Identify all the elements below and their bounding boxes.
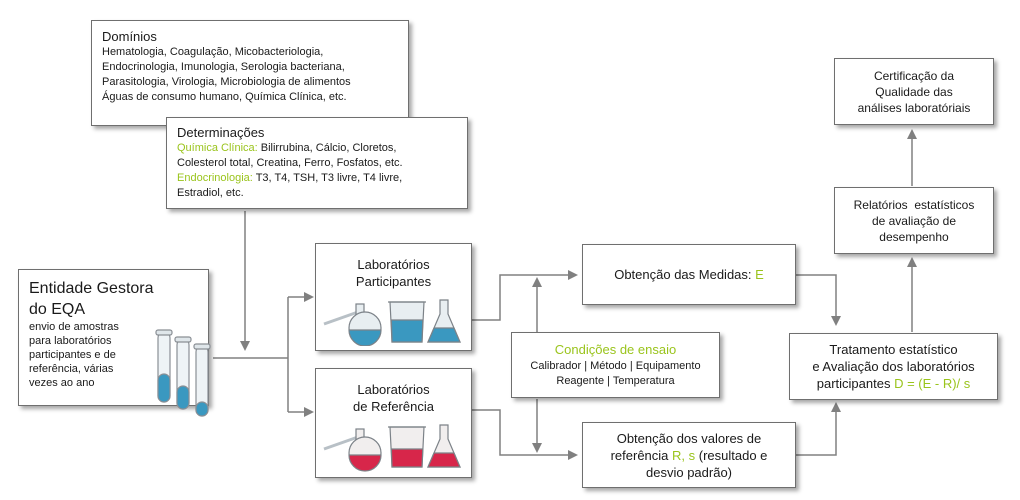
dominios-line: Endocrinologia, Imunologia, Serologia ba… [102, 61, 345, 73]
laboratorios-referencia-box: Laboratórios de Referência [315, 368, 472, 478]
medidas-text: Obtenção das Medidas: [614, 267, 756, 282]
entidade-line: envio de amostras [29, 321, 119, 333]
condicoes-ensaio-box: Condições de ensaio Calibrador | Método … [511, 332, 720, 398]
dominios-line: Hematologia, Coagulação, Micobacteriolog… [102, 46, 324, 58]
dominios-line: Parasitologia, Virologia, Microbiologia … [102, 76, 351, 88]
arrow-referencia-valores [472, 409, 578, 460]
glassware-blue-icon [323, 299, 461, 346]
tratamento-line1: Tratamento estatístico [829, 342, 958, 357]
referencia-title: Laboratórios [357, 382, 430, 397]
referencia-title-2: de Referência [353, 399, 434, 414]
valores-line3: desvio padrão) [646, 464, 732, 480]
relatorios-line: desempenho [879, 229, 949, 244]
entidade-title: Entidade Gestora [29, 280, 154, 297]
valores-line2a: referência [610, 447, 673, 463]
certificacao-box: Certificação da Qualidade das análises l… [834, 58, 994, 125]
entidade-line: vezes ao ano [29, 377, 95, 389]
tratamento-line3a: participantes [816, 376, 895, 391]
tratamento-estatistico-box: Tratamento estatístico e Avaliação dos l… [789, 333, 998, 400]
glassware-red-icon [323, 424, 461, 472]
participantes-title-2: Participantes [355, 274, 432, 289]
tratamento-formula: D = (E - R)/ s [894, 376, 971, 391]
relatorios-box: Relatórios estatísticos de avaliação de … [834, 187, 994, 254]
arrow-medidas-tratamento [796, 274, 841, 326]
condicoes-line1: Calibrador | Método | Equipamento [530, 360, 701, 372]
dominios-title: Domínios [102, 29, 157, 44]
determinacoes-box: Determinações Química Clínica: Bilirrubi… [166, 117, 468, 209]
condicoes-title: Condições de ensaio [554, 342, 677, 357]
medidas-var: E [755, 267, 764, 282]
entidade-line: referência, várias [29, 363, 114, 375]
dominios-box: Domínios Hematologia, Coagulação, Micoba… [91, 20, 409, 126]
obtencao-valores-referencia-box: Obtenção dos valores de referência R, s … [582, 422, 796, 488]
dominios-line: Águas de consumo humano, Química Clínica… [102, 91, 347, 103]
entidade-title-2: do EQA [29, 301, 86, 318]
endocrinologia-line2: Estradiol, etc. [177, 187, 244, 199]
quimica-clinica-text: Bilirrubina, Cálcio, Cloretos, [257, 142, 397, 154]
arrow-valores-tratamento [796, 402, 841, 456]
certificacao-line: análises laboratóriais [857, 100, 971, 115]
tratamento-line2: e Avaliação dos laboratórios [812, 359, 975, 374]
entidade-gestora-box: Entidade Gestora do EQA envio de amostra… [18, 269, 211, 417]
test-tubes-icon [155, 329, 211, 417]
obtencao-medidas-box: Obtenção das Medidas: E [582, 244, 796, 305]
relatorios-line: de avaliação de [871, 213, 957, 228]
valores-line2b: (resultado e [695, 447, 768, 463]
valores-line1: Obtenção dos valores de [616, 430, 762, 446]
condicoes-line2: Reagente | Temperatura [556, 375, 675, 387]
relatorios-line: Relatórios estatísticos [853, 197, 975, 212]
laboratorios-participantes-box: Laboratórios Participantes [315, 243, 472, 351]
valores-var: R, s [672, 447, 696, 463]
endocrinologia-text: T3, T4, TSH, T3 livre, T4 livre, [252, 172, 403, 184]
certificacao-line: Qualidade das [875, 84, 953, 99]
quimica-clinica-label: Química Clínica: [177, 142, 258, 154]
participantes-title: Laboratórios [357, 257, 430, 272]
arrow-participantes-medidas [472, 270, 578, 321]
certificacao-line: Certificação da [873, 68, 955, 83]
entidade-line: participantes e de [29, 349, 116, 361]
endocrinologia-label: Endocrinologia: [177, 172, 253, 184]
entidade-line: para laboratórios [29, 335, 112, 347]
quimica-clinica-line2: Colesterol total, Creatina, Ferro, Fosfa… [177, 157, 403, 169]
determinacoes-title: Determinações [177, 125, 265, 140]
